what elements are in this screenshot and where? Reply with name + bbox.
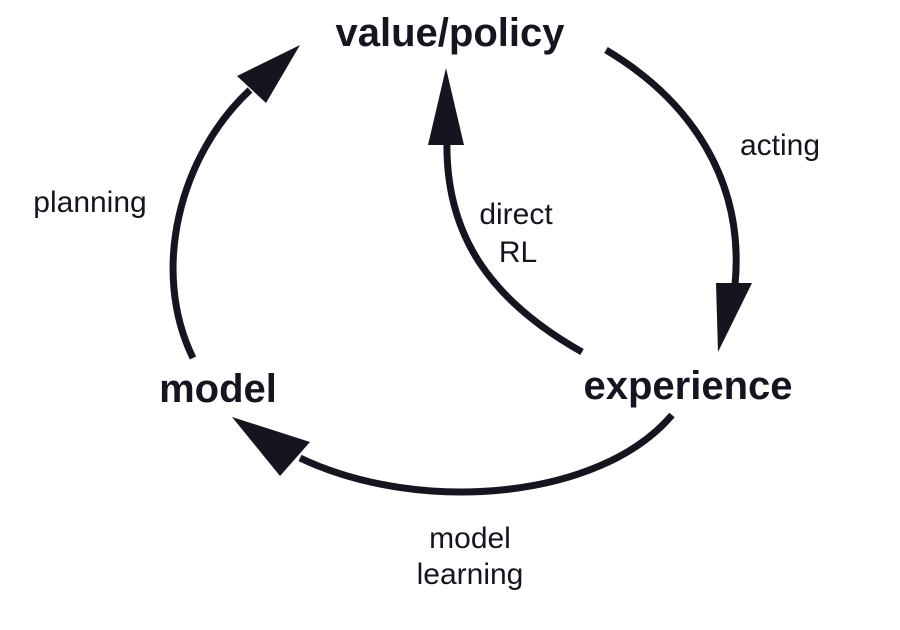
direct-rl-label-line1: direct [479, 198, 553, 231]
value-policy-node: value/policy [336, 11, 566, 55]
acting-arrowhead [716, 283, 752, 352]
direct-rl-arrowhead [428, 68, 464, 145]
planning-label: planning [33, 186, 146, 219]
model-node: model [159, 367, 277, 411]
model-learning-arrow-line [298, 412, 675, 496]
planning-arrowhead [237, 45, 300, 103]
acting-label: acting [740, 129, 820, 162]
model-learning-arrowhead [232, 417, 310, 476]
model-learning-label-line2: learning [417, 558, 524, 591]
model-learning-label-line1: model [429, 522, 511, 555]
acting-arrow-line [604, 46, 740, 286]
experience-node: experience [583, 364, 792, 408]
direct-rl-arrow-line [443, 139, 584, 356]
planning-arrow-line [169, 87, 253, 360]
direct-rl-label-line2: RL [499, 236, 537, 269]
